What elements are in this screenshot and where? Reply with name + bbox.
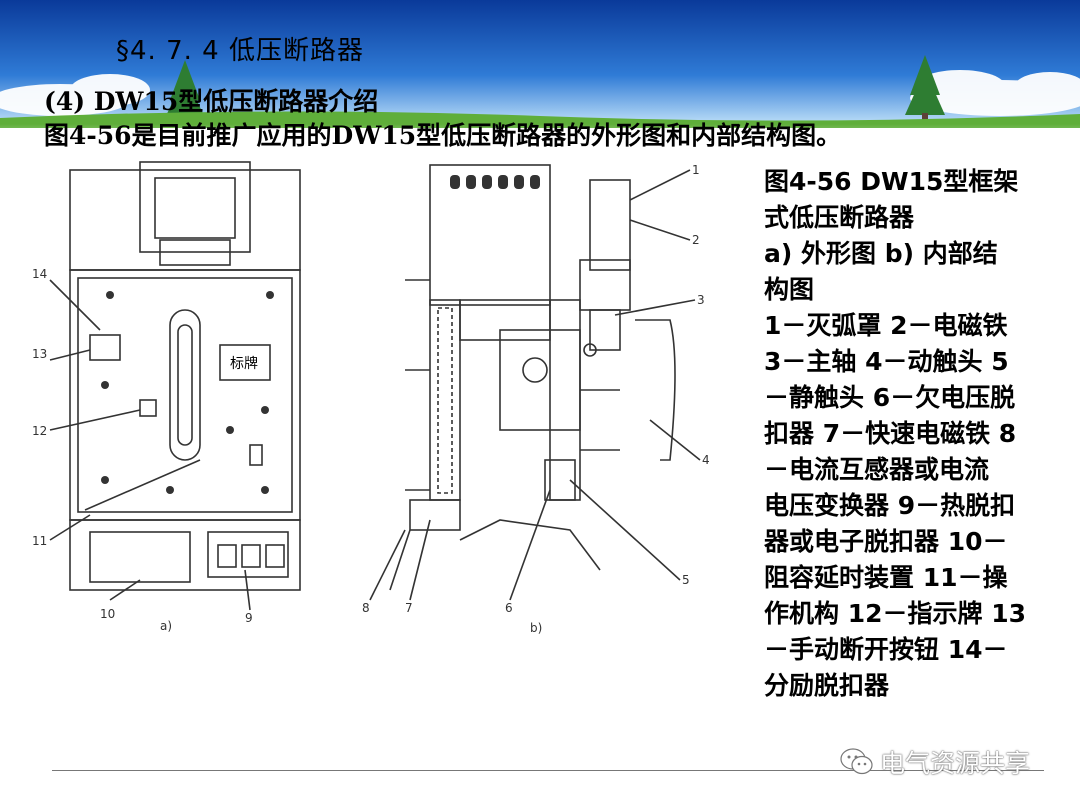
slide-subtitle: (4) DW15型低压断路器介绍 <box>44 87 379 116</box>
figure-a-label: a) <box>160 619 172 633</box>
caption-line: 1－灭弧罩 2－电磁铁 <box>764 311 1008 340</box>
caption-line: 分励脱扣器 <box>764 671 890 700</box>
callout-14: 14 <box>32 267 47 281</box>
callout-4: 4 <box>702 453 710 467</box>
callout-7: 7 <box>405 601 413 615</box>
caption-line: －静触头 6－欠电压脱 <box>764 383 1016 412</box>
callout-12: 12 <box>32 424 47 438</box>
callout-1: 1 <box>692 163 700 177</box>
tree-icon <box>905 55 945 123</box>
caption-line: 器或电子脱扣器 10－ <box>764 527 1008 556</box>
caption-line: 阻容延时装置 11－操 <box>764 563 1008 592</box>
figure-b-label: b) <box>530 621 542 635</box>
figure-caption: 图4-56 DW15型框架 式低压断路器 a) 外形图 b) 内部结 构图 1－… <box>764 164 1064 704</box>
caption-line: －手动断开按钮 14－ <box>764 635 1008 664</box>
caption-line: 式低压断路器 <box>764 203 915 232</box>
caption-line: 3－主轴 4－动触头 5 <box>764 347 1009 376</box>
figure-a-exterior-view: 标牌 14 13 12 11 10 9 a) <box>32 161 301 633</box>
header-banner <box>0 0 1080 160</box>
section-title: §4. 7. 4 低压断路器 <box>116 36 364 66</box>
callout-11: 11 <box>32 534 47 548</box>
caption-line: 作机构 12－指示牌 13 <box>764 599 1026 628</box>
caption-line: 图4-56 DW15型框架 <box>764 167 1019 196</box>
caption-line: 扣器 7－快速电磁铁 8 <box>764 419 1017 448</box>
caption-line: 构图 <box>764 275 815 304</box>
callout-13: 13 <box>32 347 47 361</box>
footer-divider <box>52 770 1044 771</box>
callout-10: 10 <box>100 607 115 621</box>
callout-6: 6 <box>505 601 513 615</box>
caption-line: －电流互感器或电流 <box>764 455 990 484</box>
figure-b-internal-structure: 1 2 3 4 5 6 7 8 b) <box>362 163 710 635</box>
callout-8: 8 <box>362 601 370 615</box>
wechat-icon <box>840 748 873 775</box>
watermark-text: 电气资源共享 <box>880 749 1031 778</box>
callout-2: 2 <box>692 233 700 247</box>
callout-5: 5 <box>682 573 690 587</box>
caption-line: 电压变换器 9－热脱扣 <box>764 491 1016 520</box>
nameplate-label: 标牌 <box>230 355 258 372</box>
slide-intro: 图4-56是目前推广应用的DW15型低压断路器的外形图和内部结构图。 <box>44 121 842 150</box>
callout-3: 3 <box>697 293 705 307</box>
watermark: 电气资源共享 <box>840 744 1030 780</box>
callout-9: 9 <box>245 611 253 625</box>
caption-line: a) 外形图 b) 内部结 <box>764 239 998 268</box>
grass-hill <box>0 111 1080 128</box>
cloud-left <box>0 74 150 116</box>
